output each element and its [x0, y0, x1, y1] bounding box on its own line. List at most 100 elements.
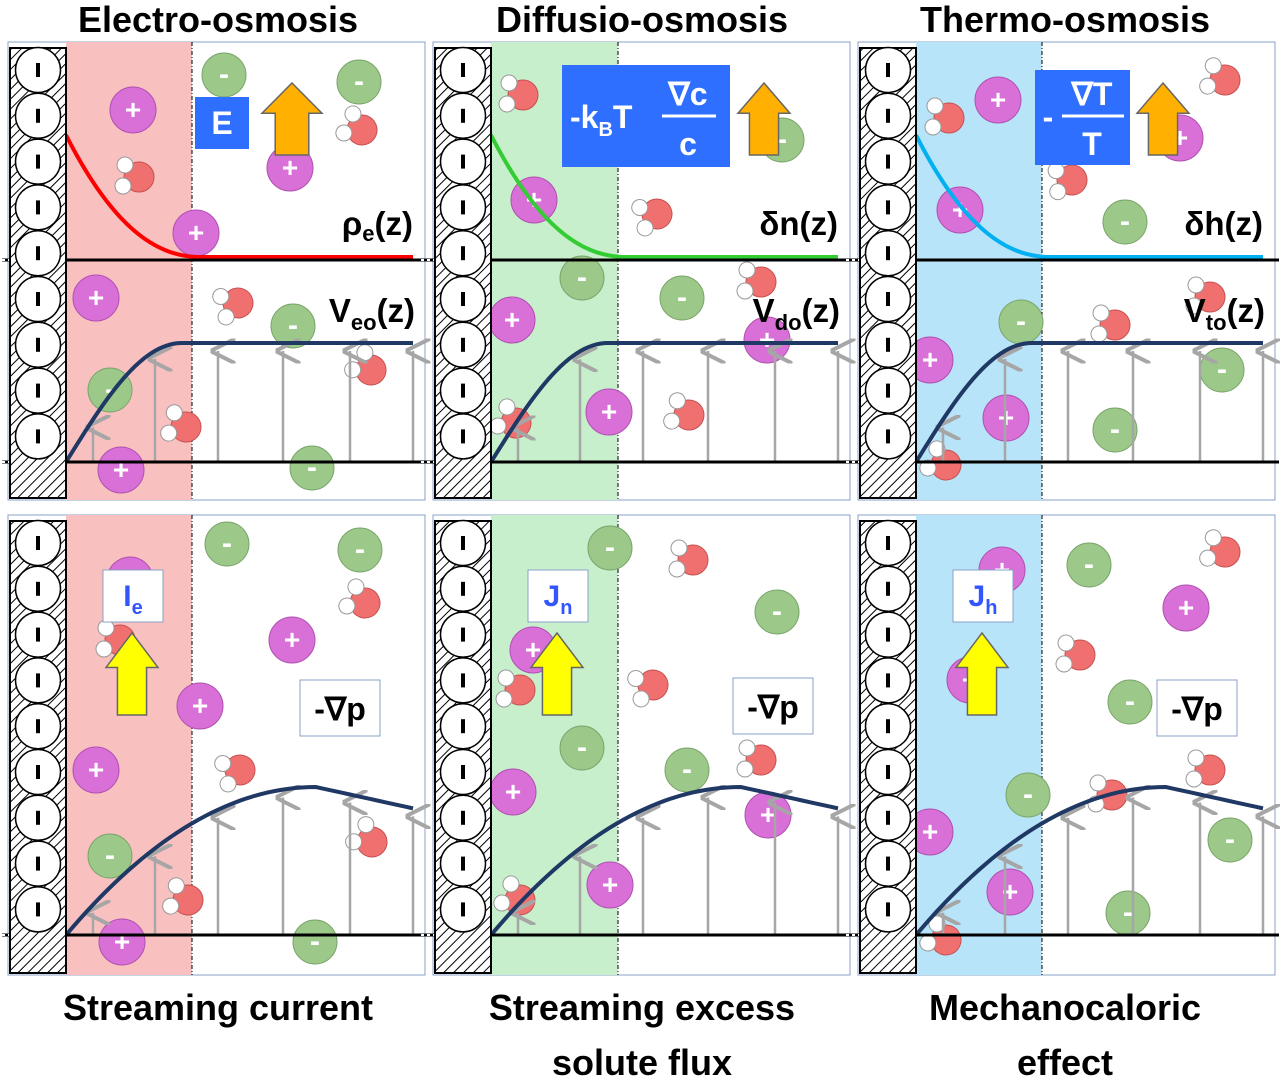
flux-base: I — [123, 580, 131, 613]
gradient-numerator: ∇T — [1071, 76, 1113, 112]
column-diffusio: ++++---δn(z)Vdo(z)-kBT∇cc++++----Jn-∇p — [421, 41, 854, 976]
prefix-k: -k — [570, 99, 599, 135]
anion-sign: - — [577, 731, 587, 764]
anion-sign: - — [1016, 305, 1026, 338]
cation-sign: + — [504, 304, 520, 335]
cation-sign: + — [113, 454, 129, 485]
velocity-sub: do — [775, 310, 802, 335]
velocity-profile — [489, 341, 838, 464]
hydrogen-atom — [1187, 276, 1205, 294]
cation-sign: + — [114, 926, 130, 957]
caption-streaming-excess: Streaming excess — [489, 987, 795, 1028]
pressure-gradient-label: -∇p — [314, 691, 366, 727]
water-molecule — [627, 669, 669, 708]
cation — [98, 918, 146, 966]
velocity-base: V — [329, 292, 351, 329]
cation — [97, 446, 145, 494]
anion — [1102, 199, 1148, 245]
hydrogen-atom — [219, 775, 237, 793]
cation-sign: + — [990, 84, 1006, 115]
hydrogen-atom — [738, 261, 756, 279]
anion-sign: - — [307, 451, 317, 484]
velocity-sub: eo — [351, 310, 377, 335]
poiseuille-profile — [489, 784, 839, 937]
velocity-label: Veo(z) — [329, 292, 415, 335]
hydrogen-atom — [347, 578, 365, 596]
cation-sign: + — [922, 344, 938, 375]
water-molecule — [1185, 749, 1226, 788]
anion — [754, 589, 800, 635]
cation-sign: + — [192, 690, 208, 721]
anion-sign: - — [1123, 896, 1133, 929]
hydrogen-atom — [1090, 325, 1108, 343]
hydrogen-atom — [919, 459, 937, 477]
hydrogen-atom — [498, 95, 516, 113]
velocity-profile — [64, 341, 413, 464]
water-molecule — [214, 754, 256, 793]
anion-sign: - — [777, 123, 787, 156]
density-profile — [489, 134, 838, 259]
hydrogen-atom — [1089, 774, 1107, 792]
hydrogen-atom — [924, 118, 942, 136]
anion-sign: - — [219, 58, 229, 91]
anion-sign: - — [1225, 823, 1235, 856]
prefix-sub: B — [598, 119, 612, 141]
cation-sign: + — [760, 799, 776, 830]
pressure-gradient-label: -∇p — [1171, 691, 1223, 727]
gradient-numerator: ∇c — [667, 76, 707, 112]
hydrogen-atom — [357, 816, 375, 834]
hydrogen-atom — [736, 282, 754, 300]
anion-sign: - — [1084, 548, 1094, 581]
cation — [109, 86, 157, 134]
flux-label: Ie — [123, 580, 142, 619]
flux-label: Jn — [544, 580, 573, 619]
hydrogen-atom — [670, 539, 688, 557]
hydrogen-atom — [1049, 183, 1067, 201]
hydrogen-atom — [1057, 634, 1075, 652]
water-molecule — [212, 287, 254, 326]
water-molecule — [1047, 162, 1088, 201]
oxygen-atom — [930, 449, 962, 481]
flux-sub: n — [560, 597, 572, 619]
prefix-T: T — [613, 99, 633, 135]
cation — [936, 186, 984, 234]
anion — [204, 521, 250, 567]
hydrogen-atom — [926, 97, 944, 115]
cation-sign: + — [284, 624, 300, 655]
hydrogen-atom — [95, 640, 113, 658]
hydrogen-atom — [738, 739, 756, 757]
anion-sign: - — [222, 527, 232, 560]
cation — [986, 868, 1034, 916]
hydrogen-atom — [214, 755, 232, 773]
cation — [974, 76, 1022, 124]
cation-sign: + — [88, 282, 104, 313]
panel-bottom-diffusio: ++++----Jn-∇p — [421, 514, 854, 976]
hydrogen-atom — [1092, 304, 1110, 322]
anion-sign: - — [1125, 685, 1135, 718]
title-diffusio-osmosis: Diffusio-osmosis — [496, 0, 788, 40]
anion — [659, 275, 705, 321]
hydrogen-atom — [632, 690, 650, 708]
hydrogen-atom — [497, 669, 515, 687]
water-molecule — [162, 877, 204, 916]
caption-streaming-current: Streaming current — [63, 987, 373, 1028]
water-molecule — [668, 539, 709, 578]
cation-sign: + — [922, 816, 938, 847]
anion — [1005, 772, 1051, 818]
hydrogen-atom — [928, 440, 946, 458]
cation — [268, 616, 316, 664]
cation — [586, 861, 634, 909]
anion-sign: - — [105, 839, 115, 872]
cation-sign: + — [525, 634, 541, 665]
anion — [292, 919, 338, 965]
hydrogen-atom — [160, 424, 178, 442]
hydrogen-atom — [1185, 297, 1203, 315]
water-molecule — [160, 404, 202, 443]
cation — [176, 682, 224, 730]
water-molecule — [338, 578, 381, 619]
anion-sign: - — [677, 281, 687, 314]
hydrogen-atom — [344, 105, 362, 123]
panel-bottom-electro: +++++----Ie-∇p — [0, 514, 429, 976]
panel-bottom-thermo: +++++-----Jh-∇p — [846, 514, 1279, 976]
